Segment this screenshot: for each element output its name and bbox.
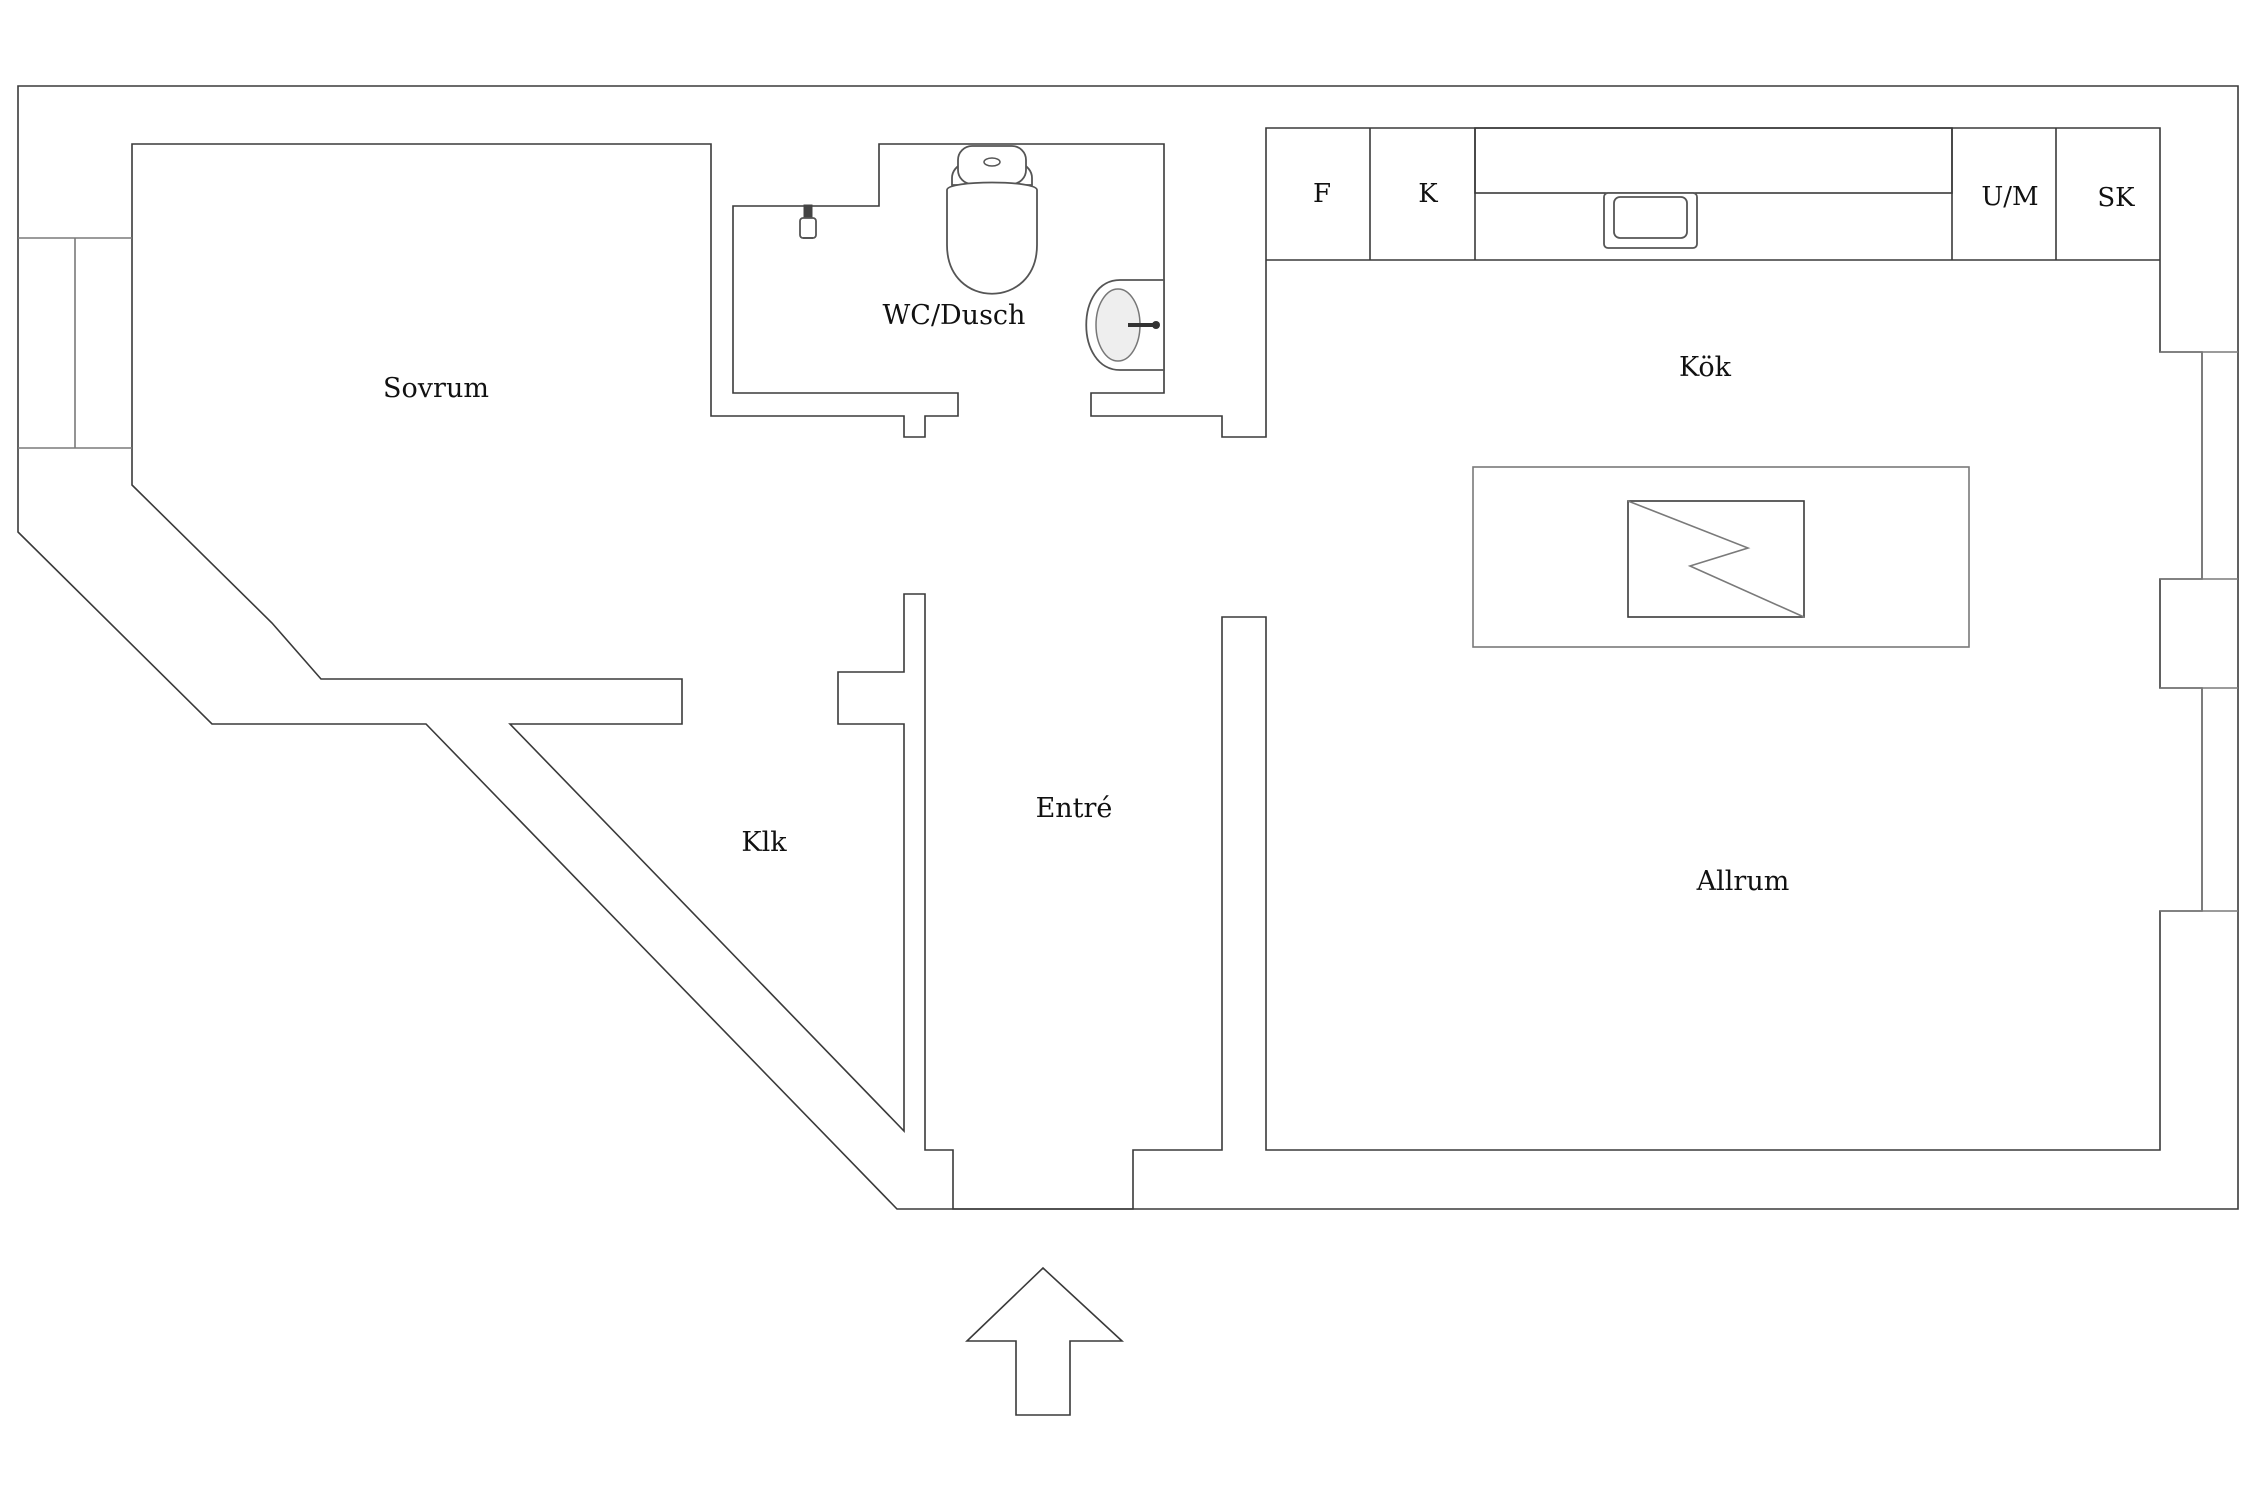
kitchen-unit-fridge: F — [1313, 179, 1331, 209]
window-right-upper — [2160, 351, 2238, 580]
inner-walls — [131, 127, 2203, 1210]
kitchen-sink-icon — [1603, 192, 1698, 249]
room-label-sovrum: Sovrum — [383, 373, 489, 404]
kitchen-unit-cabinet: SK — [2097, 183, 2135, 213]
kitchen-island — [1472, 466, 1970, 648]
kitchen-counter — [1266, 127, 2160, 261]
toilet-icon — [946, 145, 1038, 295]
outer-walls — [17, 85, 2239, 1210]
shower-head-icon — [799, 204, 817, 239]
room-label-wc-dusch: WC/Dusch — [883, 300, 1026, 331]
room-label-kok: Kök — [1679, 352, 1732, 383]
room-label-klk: Klk — [741, 827, 787, 858]
room-label-entre: Entré — [1036, 793, 1113, 824]
window-right-lower — [2160, 687, 2238, 912]
window-left — [18, 237, 132, 449]
sink-icon — [1085, 279, 1165, 371]
induction-hob-icon — [1627, 500, 1805, 618]
entrance-arrow-icon — [965, 1266, 1125, 1416]
kitchen-unit-oven-micro: U/M — [1981, 182, 2038, 212]
kitchen-unit-freezer: K — [1418, 179, 1438, 209]
room-label-allrum: Allrum — [1696, 866, 1790, 897]
